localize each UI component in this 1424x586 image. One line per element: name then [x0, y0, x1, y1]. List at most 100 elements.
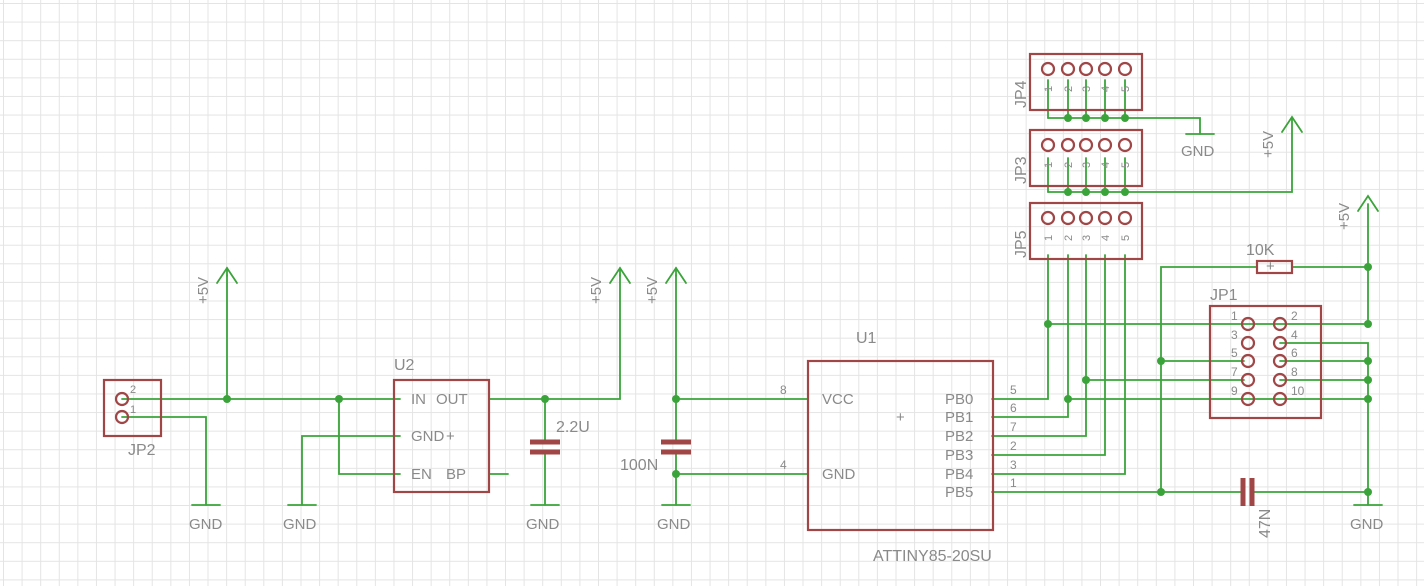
jp2-name: JP2	[128, 442, 156, 459]
pin-number: 4	[1100, 235, 1112, 241]
gnd-label: GND	[1350, 516, 1384, 533]
junction-dot	[1364, 320, 1372, 328]
junction-dot	[1044, 320, 1052, 328]
u1-pin-number: 4	[780, 458, 787, 472]
resistor-10k: + 10K	[1246, 242, 1294, 275]
u2-pin-in: IN	[411, 391, 426, 408]
jp1-pin-number: 1	[1231, 309, 1238, 323]
supply-5v-u2-out: +5V	[588, 266, 631, 304]
u1-pin-label: PB1	[945, 409, 973, 426]
wire-reset	[1160, 266, 1258, 493]
jp1-name: JP1	[1210, 287, 1238, 304]
supply-label: +5V	[644, 277, 661, 304]
u2-pin-out: OUT	[436, 391, 468, 408]
wire-jp4-gnd	[1047, 117, 1201, 135]
gnd-right: GND	[1350, 504, 1384, 533]
connector-jp4: 1 2 3 4 5 JP4	[1013, 52, 1144, 112]
u1-pin-number: 7	[1010, 420, 1017, 434]
supply-label: +5V	[1336, 203, 1353, 230]
connector-jp2: 2 1 JP2	[102, 378, 163, 459]
gnd-u2: GND	[283, 504, 317, 533]
jp1-pin-number: 3	[1231, 328, 1238, 342]
c-2u2-value: 2.2U	[556, 419, 590, 436]
capacitor-2u2: 2.2U	[530, 419, 590, 455]
gnd-label: GND	[526, 516, 560, 533]
c-100n-value: 100N	[620, 457, 658, 474]
wire-pb1	[991, 254, 1069, 418]
c-47n-value: 47N	[1257, 509, 1274, 538]
capacitor-47n: 47N	[1240, 478, 1274, 538]
pin-number: 5	[1120, 162, 1132, 168]
junction-dot	[1064, 114, 1072, 122]
junction-dot	[1064, 188, 1072, 196]
pin-number: 2	[130, 384, 136, 396]
gnd-jp2: GND	[189, 504, 223, 533]
wire-pb3	[991, 254, 1106, 456]
junction-dot	[1082, 376, 1090, 384]
jp1-pin-number: 6	[1291, 346, 1298, 360]
supply-label: +5V	[588, 277, 605, 304]
u1-pin-label: PB2	[945, 428, 973, 445]
pin-number: 5	[1120, 86, 1132, 92]
supply-5v-u1: +5V	[644, 266, 687, 304]
u1-pin-number: 5	[1010, 383, 1017, 397]
pin-number: 1	[1043, 235, 1055, 241]
junction-dot	[1364, 395, 1372, 403]
junction-dot	[672, 395, 680, 403]
u1-pin-label: PB4	[945, 466, 973, 483]
junction-dot	[1364, 357, 1372, 365]
u2-name: U2	[394, 357, 415, 374]
pin-number: 2	[1063, 162, 1075, 168]
gnd-label: GND	[1181, 143, 1215, 160]
u1-name: U1	[856, 330, 877, 347]
junction-dot	[1101, 114, 1109, 122]
pin-number: 1	[130, 404, 136, 416]
pin-number: 4	[1100, 162, 1112, 168]
supply-label: +5V	[195, 277, 212, 304]
pin-number: 4	[1100, 86, 1112, 92]
r-10k-value: 10K	[1246, 242, 1275, 259]
svg-text:+: +	[896, 409, 905, 426]
connector-jp3: 1 2 3 4 5 JP3	[1013, 128, 1144, 188]
junction-dot	[1121, 188, 1129, 196]
u2-pin-gnd: GND	[411, 428, 445, 445]
gnd-label: GND	[189, 516, 223, 533]
junction-dot	[223, 395, 231, 403]
jp1-pin-number: 9	[1231, 384, 1238, 398]
connector-jp1: JP1 1 3 5 7 9 2 4 6 8 10	[1208, 287, 1323, 420]
wire-pb2	[991, 254, 1087, 437]
u1-pin-label: VCC	[822, 391, 854, 408]
u2-pin-en: EN	[411, 466, 432, 483]
supply-5v-jp3: +5V	[1260, 115, 1303, 158]
jp1-pin-number: 4	[1291, 328, 1298, 342]
gnd-c100: GND	[657, 504, 691, 533]
junction-dot	[1364, 488, 1372, 496]
gnd-jp4: GND	[1181, 133, 1215, 160]
pin-number: 5	[1120, 235, 1132, 241]
pin-number: 3	[1081, 162, 1093, 168]
junction-dot	[1082, 188, 1090, 196]
u1-pin-label: PB5	[945, 484, 973, 501]
u1-pin-label: PB3	[945, 447, 973, 464]
mcu-u1: U1 ATTINY85-20SU + 8 VCC 4 GND PB0 PB1 P…	[780, 330, 1017, 565]
gnd-label: GND	[283, 516, 317, 533]
pin-number: 1	[1043, 162, 1055, 168]
wire-pb0	[991, 254, 1049, 400]
junction-dot	[1101, 188, 1109, 196]
gnd-label: GND	[657, 516, 691, 533]
u1-pin-label: GND	[822, 466, 856, 483]
u2-pin-bp: BP	[446, 466, 466, 483]
junction-dot	[672, 470, 680, 478]
supply-5v-right: +5V	[1336, 194, 1379, 230]
capacitor-100n: 100N	[620, 439, 691, 474]
jp5-name: JP5	[1013, 230, 1030, 258]
junction-dot	[1064, 395, 1072, 403]
junction-dot	[541, 395, 549, 403]
junction-dot	[1082, 114, 1090, 122]
pin-number: 2	[1063, 235, 1075, 241]
junction-dot	[1157, 357, 1165, 365]
wire-jp1-gnd	[1279, 342, 1369, 506]
wire-jp2-gnd	[121, 416, 207, 506]
pin-number: 1	[1043, 86, 1055, 92]
